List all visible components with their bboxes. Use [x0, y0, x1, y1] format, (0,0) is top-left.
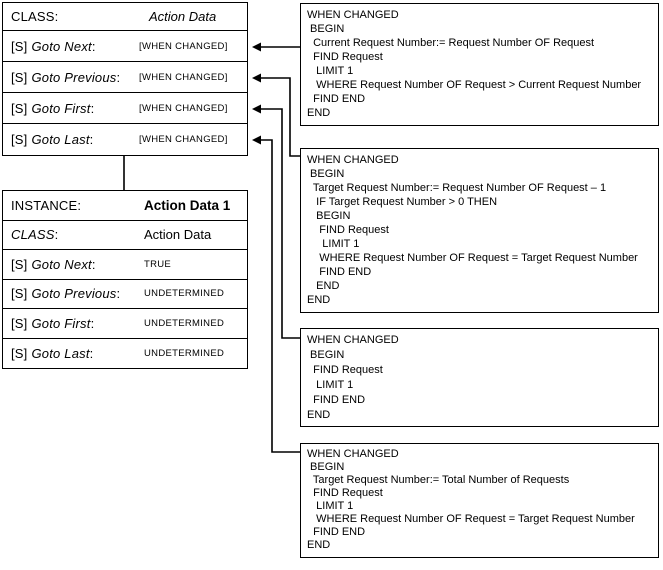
property-value: UNDETERMINED — [144, 347, 225, 359]
property-value: UNDETERMINED — [144, 317, 225, 329]
goto-previous-wire — [261, 77, 301, 157]
property-row-goto-next: [S]Goto Next: [WHEN CHANGED] — [3, 31, 247, 62]
property-label: [S]Goto Last: — [11, 132, 94, 147]
goto-first-arrowhead — [252, 104, 261, 114]
class-label: CLASS: — [11, 227, 59, 243]
code-block-goto-next: WHEN CHANGED BEGIN Current Request Numbe… — [300, 3, 659, 126]
property-label: [S]Goto First: — [11, 100, 95, 116]
code-block-goto-previous: WHEN CHANGED BEGIN Target Request Number… — [300, 148, 659, 313]
property-label: [S]Goto Previous: — [11, 286, 121, 302]
property-label: [S]Goto Last: — [11, 345, 94, 361]
class-row: CLASS: Action Data — [3, 3, 247, 31]
property-value: [WHEN CHANGED] — [139, 40, 228, 52]
property-value: UNDETERMINED — [144, 288, 225, 300]
goto-next-arrowhead — [252, 42, 261, 52]
property-row-goto-previous: [S]Goto Previous: [WHEN CHANGED] — [3, 62, 247, 93]
instance-table: INSTANCE: Action Data 1 CLASS: Action Da… — [2, 190, 248, 369]
class-value: Action Data — [144, 227, 212, 243]
goto-first-wire — [261, 108, 301, 339]
property-row-goto-last: [S]Goto Last: UNDETERMINED — [3, 338, 247, 368]
code-block-goto-first: WHEN CHANGED BEGIN FIND Request LIMIT 1 … — [300, 328, 659, 427]
code-block-goto-last: WHEN CHANGED BEGIN Target Request Number… — [300, 443, 659, 558]
property-value: [WHEN CHANGED] — [139, 71, 228, 83]
property-value: [WHEN CHANGED] — [139, 102, 228, 114]
property-row-goto-first: [S]Goto First: UNDETERMINED — [3, 309, 247, 339]
instance-row: INSTANCE: Action Data 1 — [3, 191, 247, 221]
property-value: TRUE — [144, 258, 172, 270]
property-row-goto-next: [S]Goto Next: TRUE — [3, 250, 247, 280]
goto-last-arrowhead — [252, 135, 261, 145]
class-label: CLASS: — [11, 9, 59, 24]
instance-label: INSTANCE: — [11, 197, 82, 213]
instance-value: Action Data 1 — [144, 197, 231, 213]
property-label: [S]Goto Previous: — [11, 69, 121, 85]
property-value: [WHEN CHANGED] — [139, 134, 228, 145]
goto-last-wire — [261, 139, 301, 453]
property-row-goto-first: [S]Goto First: [WHEN CHANGED] — [3, 93, 247, 124]
class-table: CLASS: Action Data [S]Goto Next: [WHEN C… — [2, 2, 248, 156]
goto-previous-arrowhead — [252, 73, 261, 83]
property-label: [S]Goto Next: — [11, 38, 96, 54]
class-value: Action Data — [149, 9, 217, 24]
property-row-goto-previous: [S]Goto Previous: UNDETERMINED — [3, 279, 247, 309]
class-row: CLASS: Action Data — [3, 220, 247, 250]
property-row-goto-last: [S]Goto Last: [WHEN CHANGED] — [3, 124, 247, 155]
property-label: [S]Goto First: — [11, 315, 95, 331]
property-label: [S]Goto Next: — [11, 256, 96, 272]
